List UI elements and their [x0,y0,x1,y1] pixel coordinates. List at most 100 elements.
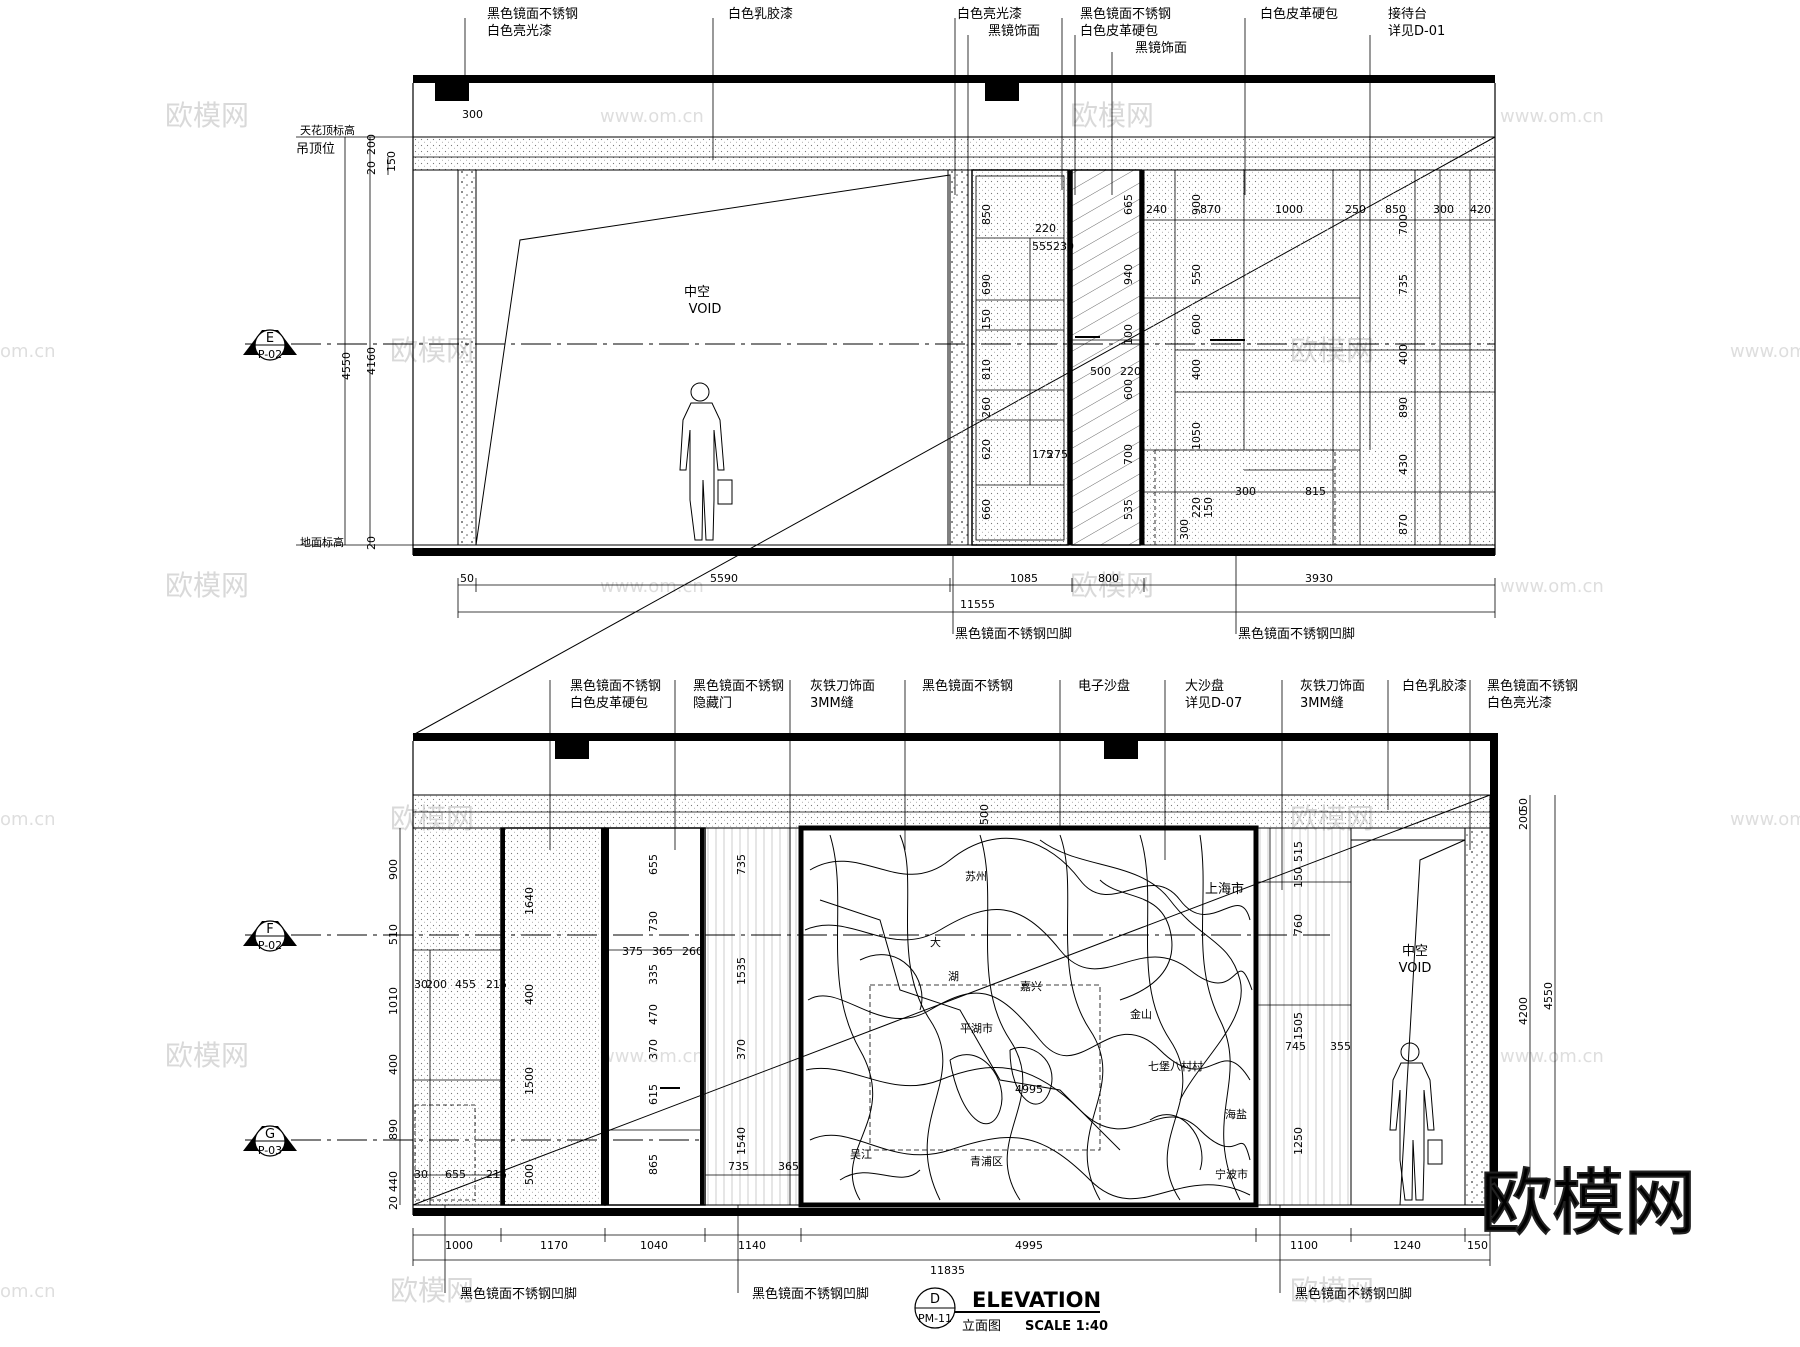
svg-text:655: 655 [647,854,660,875]
void-label-cn: 中空 [684,285,710,300]
ceiling-beam [435,83,469,101]
leather-wall [1143,169,1496,546]
svg-text:1505: 1505 [1292,1012,1305,1040]
svg-text:欧模网: 欧模网 [165,1039,249,1072]
svg-text:400: 400 [1190,359,1203,380]
svg-text:www.om.cn: www.om.cn [1730,341,1800,362]
svg-text:600: 600 [1190,314,1203,335]
svg-text:370: 370 [647,1039,660,1060]
svg-text:735: 735 [735,854,748,875]
mirror-strip [947,169,969,546]
svg-text:1000: 1000 [445,1239,473,1252]
ceiling-band [412,136,1496,171]
svg-text:620: 620 [980,439,993,460]
svg-text:F: F [266,922,273,937]
scale-figure [1389,1042,1443,1201]
svg-text:1540: 1540 [735,1127,748,1155]
ceiling-slab [413,733,1495,741]
svg-text:嘉兴: 嘉兴 [1020,979,1042,993]
svg-text:420: 420 [1470,203,1491,216]
section-mark-g: G P-03 [243,1125,297,1157]
void-panel [475,174,951,546]
svg-text:5590: 5590 [710,572,738,585]
svg-text:平湖市: 平湖市 [960,1021,993,1035]
ceiling-beam [555,741,589,759]
svg-text:220: 220 [1120,365,1141,378]
svg-text:220: 220 [1190,497,1203,518]
svg-text:455: 455 [455,978,476,991]
hidden-door [500,827,606,1206]
svg-text:900: 900 [1190,194,1203,215]
svg-text:500: 500 [1090,365,1111,378]
svg-text:苏州: 苏州 [965,870,987,883]
svg-text:P-02: P-02 [258,348,282,361]
svg-text:欧模网: 欧模网 [390,1274,474,1307]
svg-text:655: 655 [445,1168,466,1181]
svg-text:260: 260 [682,945,703,958]
svg-text:200: 200 [1517,809,1530,830]
svg-text:SCALE 1:40: SCALE 1:40 [1025,1319,1108,1334]
svg-text:立面图: 立面图 [962,1319,1001,1334]
svg-text:白色亮光漆: 白色亮光漆 [487,23,552,39]
svg-text:355: 355 [1330,1040,1351,1053]
svg-text:黑色镜面不锈钢凹脚: 黑色镜面不锈钢凹脚 [1238,626,1355,642]
svg-text:1050: 1050 [1190,422,1203,450]
svg-text:E: E [266,331,274,346]
svg-text:www.om.cn: www.om.cn [1500,1046,1604,1067]
svg-text:黑镜饰面: 黑镜饰面 [988,24,1040,39]
svg-text:om.cn: om.cn [0,809,56,830]
svg-text:G: G [265,1127,275,1142]
svg-text:735: 735 [728,1160,749,1173]
svg-text:om.cn: om.cn [0,341,56,362]
diagonal-line [412,794,1491,1206]
svg-text:900: 900 [387,859,400,880]
svg-text:P-03: P-03 [258,1144,282,1157]
ceiling-band [412,794,1491,829]
section-mark-f: F P-02 [243,920,297,952]
svg-text:735: 735 [1397,274,1410,295]
svg-text:365: 365 [652,945,673,958]
svg-text:615: 615 [647,1084,660,1105]
svg-text:中空: 中空 [1402,944,1428,959]
svg-text:3MM缝: 3MM缝 [1300,696,1344,711]
svg-text:详见D-01: 详见D-01 [1388,24,1445,39]
svg-text:宁波市: 宁波市 [1215,1167,1248,1181]
svg-text:440: 440 [387,1171,400,1192]
svg-text:940: 940 [1122,264,1135,285]
svg-text:215: 215 [486,1168,507,1181]
svg-text:250: 250 [1345,203,1366,216]
svg-text:欧模网: 欧模网 [165,99,249,132]
svg-text:200: 200 [365,134,378,155]
floor-slab [413,548,1495,556]
svg-text:30: 30 [414,1168,428,1181]
svg-text:欧模网: 欧模网 [1290,1274,1374,1307]
svg-text:300: 300 [1433,203,1454,216]
svg-text:1240: 1240 [1393,1239,1421,1252]
section-mark-e: E P-02 [243,329,297,361]
left-column [457,169,477,546]
svg-text:欧模网: 欧模网 [1070,569,1154,602]
svg-text:1000: 1000 [1275,203,1303,216]
svg-text:870: 870 [1397,514,1410,535]
floor-slab [413,1208,1498,1216]
svg-text:175: 175 [1032,448,1053,461]
svg-text:600: 600 [1122,379,1135,400]
svg-text:890: 890 [387,1119,400,1140]
svg-text:150: 150 [385,151,398,172]
svg-text:500: 500 [523,1164,536,1185]
svg-text:4995: 4995 [1015,1239,1043,1252]
svg-text:20: 20 [387,1196,400,1210]
svg-text:接待台: 接待台 [1388,6,1427,22]
svg-text:815: 815 [1305,485,1326,498]
svg-text:150: 150 [1292,867,1305,888]
svg-text:555: 555 [1032,240,1053,253]
svg-text:电子沙盘: 电子沙盘 [1078,678,1130,694]
svg-text:11835: 11835 [930,1264,965,1277]
svg-text:黑色镜面不锈钢: 黑色镜面不锈钢 [487,6,578,22]
svg-text:240: 240 [1146,203,1167,216]
sand-table-map [804,834,1253,1201]
svg-text:吴江: 吴江 [850,1148,872,1161]
svg-text:500: 500 [978,804,991,825]
elevation-bottom: 上海市 大 湖 苏州 嘉兴 平湖市 宁波市 金山 青浦区 海盐 七堡八村村 吴江… [243,678,1578,1302]
